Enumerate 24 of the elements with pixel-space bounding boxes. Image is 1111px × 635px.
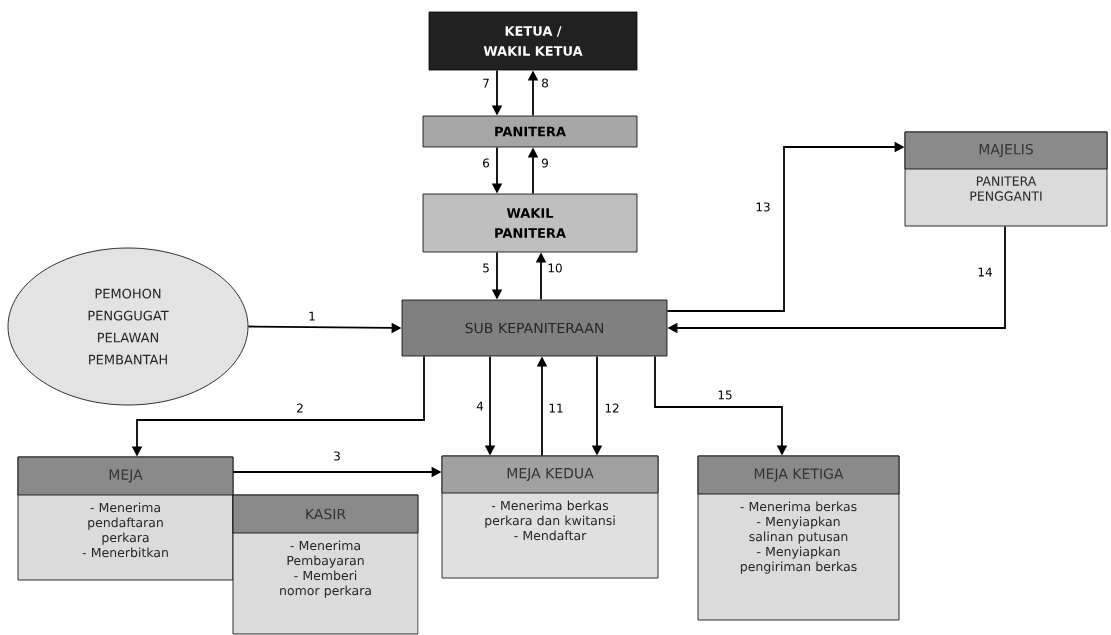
edge-label: 12 (603, 402, 621, 414)
edge-label: 14 (976, 266, 994, 278)
edge-label: 6 (481, 157, 491, 169)
table-box: MEJA KEDUA - Menerima berkas perkara dan kwitansi - Mendaftar (441, 455, 659, 579)
edge-label: 4 (475, 400, 485, 412)
process-box: SUB KEPANITERAAN (401, 299, 668, 357)
process-box: PANITERA (422, 115, 638, 148)
edge-label: 11 (547, 402, 565, 414)
edge-label: 2 (295, 402, 305, 414)
edge-label: 9 (540, 157, 550, 169)
edge-label: 8 (540, 77, 550, 89)
process-box: KETUA / WAKIL KETUA (428, 11, 638, 71)
table-box: MAJELIS PANITERA PENGGANTI (904, 131, 1108, 227)
table-box: KASIR - Menerima Pembayaran - Memberi nomor perkara (232, 494, 419, 635)
edge-label: 15 (716, 389, 734, 401)
edge-label: 10 (546, 262, 564, 274)
edge-label: 3 (332, 450, 342, 462)
edge-label: 1 (307, 310, 317, 322)
edge-label: 13 (754, 201, 772, 213)
table-box: MEJA KETIGA - Menerima berkas - Menyiapkan salinan putusan - Menyiapkan pengiriman berkas (697, 455, 900, 621)
edge-label: 7 (481, 77, 491, 89)
table-box: MEJA - Menerima pendaftaran perkara - Menerbitkan (17, 456, 234, 581)
edge-label: 5 (481, 262, 491, 274)
process-box: WAKIL PANITERA (422, 193, 638, 253)
